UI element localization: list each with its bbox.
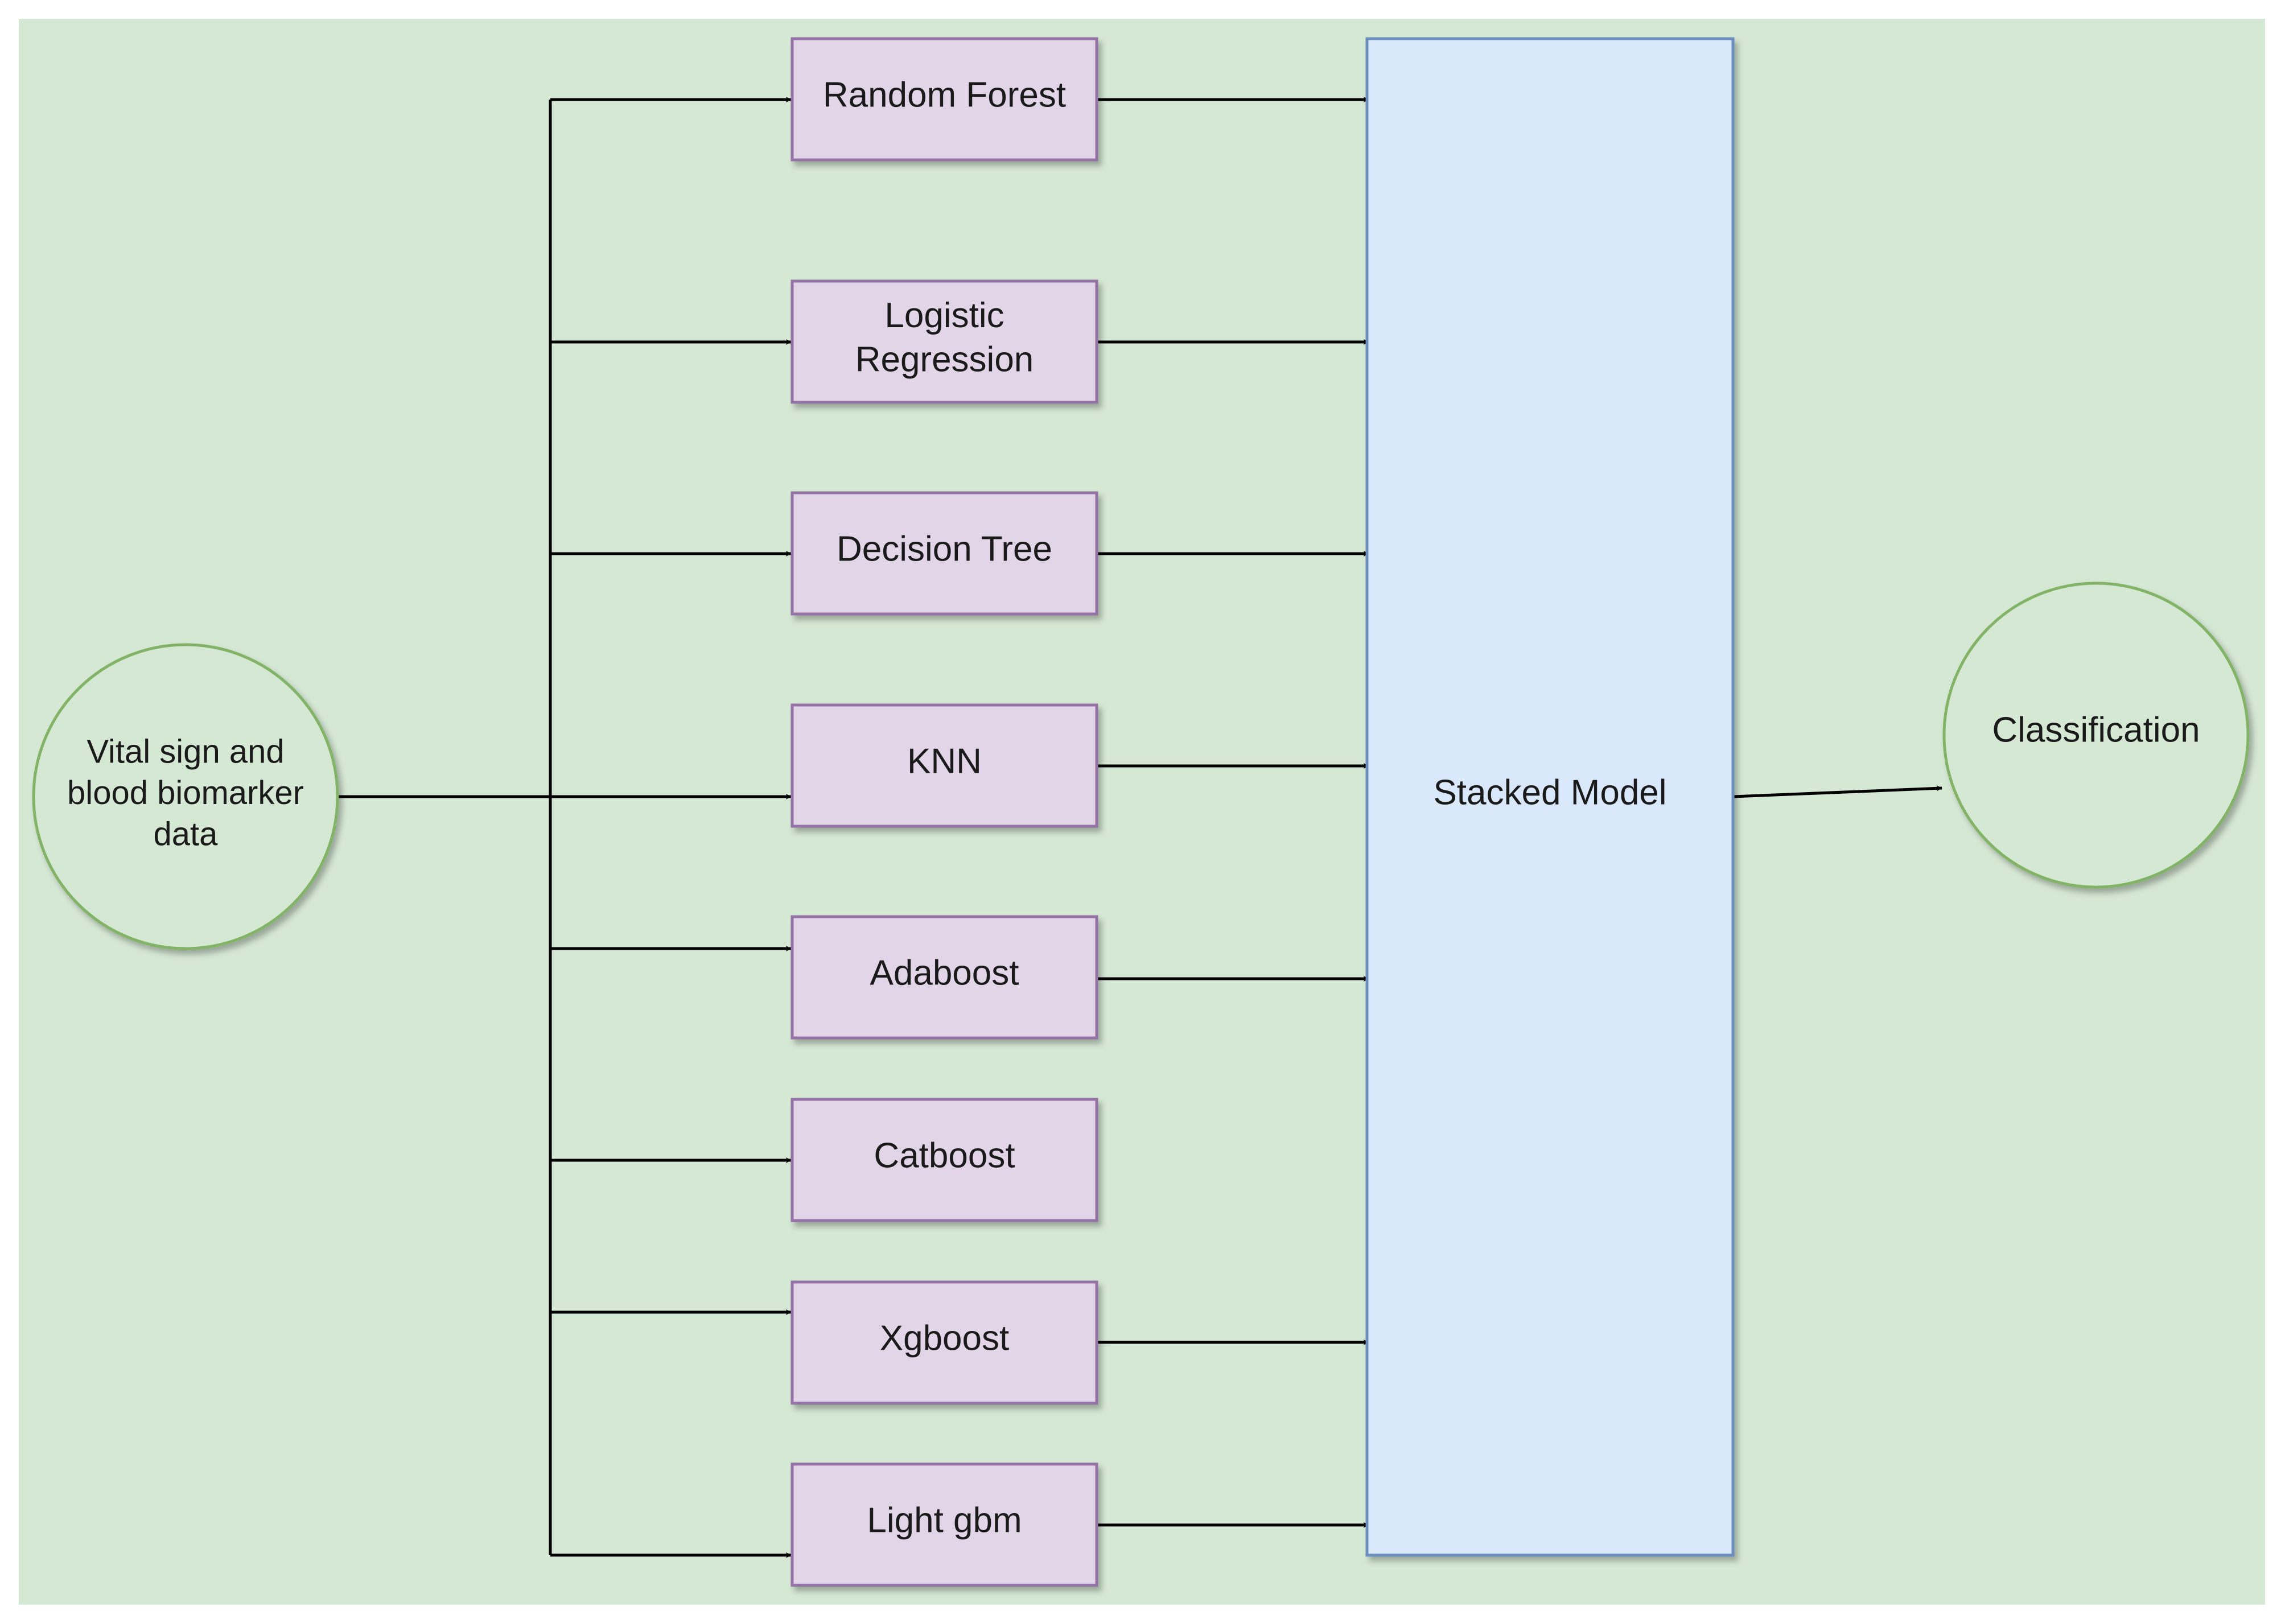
stacked-model-box [1365, 37, 1735, 1557]
stacked-model-node: Stacked Model [1365, 37, 1735, 1557]
model-node-adaboost: Adaboost [791, 915, 1098, 1040]
model-node-knn: KNN [791, 703, 1098, 828]
model-box-xgboost [791, 1280, 1098, 1405]
model-box-logistic-regression [791, 279, 1098, 404]
model-box-adaboost [791, 915, 1098, 1040]
model-box-catboost [791, 1098, 1098, 1222]
diagram-background [19, 19, 2265, 1605]
model-label-xgboost: Xgboost [880, 1319, 1010, 1358]
model-node-random-forest: Random Forest [791, 37, 1098, 162]
model-node-catboost: Catboost [791, 1098, 1098, 1222]
classification-label: Classification [1992, 710, 2200, 749]
model-label-random-forest: Random Forest [823, 76, 1066, 115]
model-label-decision-tree: Decision Tree [837, 530, 1052, 569]
model-node-light-gbm: Light gbm [791, 1462, 1098, 1587]
stacked-model-label: Stacked Model [1433, 773, 1666, 812]
model-node-xgboost: Xgboost [791, 1280, 1098, 1405]
model-box-random-forest [791, 37, 1098, 162]
model-box-knn [791, 703, 1098, 828]
model-box-decision-tree [791, 491, 1098, 616]
connector-layer [337, 97, 1942, 1558]
input-data-circle [32, 643, 339, 950]
stack-to-classification-arrow [1732, 785, 1942, 798]
model-box-light-gbm [791, 1462, 1098, 1587]
model-label-light-gbm: Light gbm [867, 1501, 1022, 1540]
classification-node: Classification [1942, 582, 2250, 889]
classification-circle [1942, 582, 2250, 889]
model-label-catboost: Catboost [874, 1136, 1015, 1176]
model-label-knn: KNN [907, 742, 982, 781]
model-label-adaboost: Adaboost [870, 954, 1019, 993]
model-node-decision-tree: Decision Tree [791, 491, 1098, 616]
